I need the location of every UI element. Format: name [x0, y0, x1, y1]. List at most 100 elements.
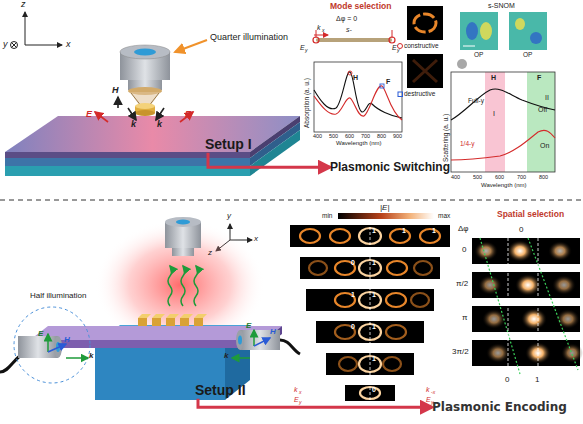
axes-top: [12, 43, 17, 48]
field-map-rings: [411, 293, 429, 307]
figure-label: 1: [351, 291, 355, 299]
field-map-rings: [390, 229, 410, 243]
figure-label: 1: [432, 227, 436, 235]
section-heading: Setup I: [205, 136, 252, 153]
figure-label: -x: [431, 390, 435, 396]
figure-label: 400: [313, 133, 322, 139]
laser-sources: [238, 336, 242, 345]
substrate-slab: [5, 158, 250, 166]
objective-lens: [120, 45, 170, 59]
figure-label: 800: [377, 133, 386, 139]
spatial-rows: [472, 272, 580, 298]
gold-blocks: [180, 314, 193, 318]
figure-label: 1: [535, 376, 539, 385]
figure-label: 1: [402, 227, 406, 235]
figure-label: Quarter illumination: [210, 33, 288, 43]
gold-blocks: [194, 318, 203, 326]
figure-label: s-: [346, 26, 352, 34]
objective-lens: [130, 92, 160, 108]
figure-label: II: [545, 94, 549, 102]
field-vectors-top: [95, 112, 108, 122]
figure-label: E: [38, 330, 43, 339]
figure-label: 0: [372, 386, 376, 394]
gold-blocks: [180, 318, 189, 326]
field-map-rings: [420, 229, 440, 243]
scattering-plot: [527, 72, 555, 172]
legend-text: destructive: [404, 90, 435, 97]
spatial-rows: [486, 343, 510, 363]
colorbar: [338, 213, 434, 219]
figure-label: 1: [372, 227, 376, 235]
field-vectors-bottom: [48, 330, 270, 358]
legend-text: constructive: [404, 42, 439, 49]
laser-sources: [280, 340, 300, 354]
figure-label: 0: [505, 376, 509, 385]
guide-lines: [508, 238, 509, 374]
field-vectors-bottom: [253, 330, 255, 346]
flow-arrow: [208, 153, 330, 167]
figure-label: 600: [345, 133, 354, 139]
figure-label: z: [208, 249, 212, 258]
field-map-rings: [330, 229, 350, 243]
snom-images: [457, 12, 547, 69]
figure-label: π/2: [456, 280, 468, 289]
figure-label: 3π/2: [452, 348, 469, 357]
absorption-plot: [314, 62, 402, 132]
substrate-slab: [5, 166, 250, 176]
section-heading: Plasmonic Encoding: [432, 400, 567, 414]
figure-label: E: [86, 110, 92, 120]
field-images-top: [407, 54, 443, 88]
field-map-rings: [387, 261, 407, 275]
gold-particle: [135, 103, 155, 109]
axes-top: [12, 43, 17, 48]
emission-waves: [194, 266, 198, 306]
gold-particle: [135, 103, 155, 116]
figure-label: 1: [372, 291, 376, 299]
spatial-rows: [478, 275, 502, 295]
figure-label: s-SNOM: [488, 2, 515, 10]
field-vectors-bottom: [48, 344, 66, 352]
snom-images: [530, 32, 542, 44]
figure-label: 1: [372, 259, 376, 267]
field-images-top: [398, 92, 403, 97]
rod-sketch: [318, 38, 390, 42]
figure-label: 0: [351, 323, 355, 331]
field-map-rings: [339, 357, 357, 371]
figure-label: min: [322, 212, 332, 219]
figure-label: On: [540, 142, 549, 150]
field-vectors-bottom: [66, 357, 88, 359]
field-images-top: [407, 6, 443, 40]
figure-label: F: [386, 78, 390, 86]
objective-lens-bottom: [165, 217, 201, 256]
figure-label: x: [299, 390, 302, 396]
scattering-plot: [451, 72, 555, 172]
gold-blocks: [138, 314, 151, 318]
spatial-rows: [482, 309, 506, 329]
figure-label: 1/4-y: [460, 140, 474, 147]
figure-label: Absorption (a. u.): [303, 78, 310, 128]
axes-top: [25, 12, 26, 45]
emission-waves: [168, 266, 198, 306]
snom-images: [509, 12, 547, 50]
figure-label: 900: [393, 133, 402, 139]
gold-blocks: [194, 314, 207, 318]
gold-blocks: [166, 318, 175, 326]
laser-sources: [18, 336, 58, 358]
figure-label: OP: [523, 51, 532, 58]
snom-images: [457, 59, 467, 69]
field-map-rings: [300, 229, 320, 243]
axes-top: [25, 45, 62, 46]
pointer-arrow: [175, 40, 207, 52]
figure-label: 700: [517, 174, 526, 180]
figure-label: 0: [351, 259, 355, 267]
figure-label: H: [112, 86, 119, 96]
spatial-rows: [472, 238, 580, 264]
objective-lens-bottom: [165, 217, 201, 227]
substrate-slab: [5, 116, 300, 152]
field-images-top: [413, 60, 437, 82]
figure-label: max: [438, 212, 450, 219]
emission-waves: [168, 266, 172, 306]
figure-label: y: [299, 400, 302, 406]
figure-label: 500: [473, 174, 482, 180]
